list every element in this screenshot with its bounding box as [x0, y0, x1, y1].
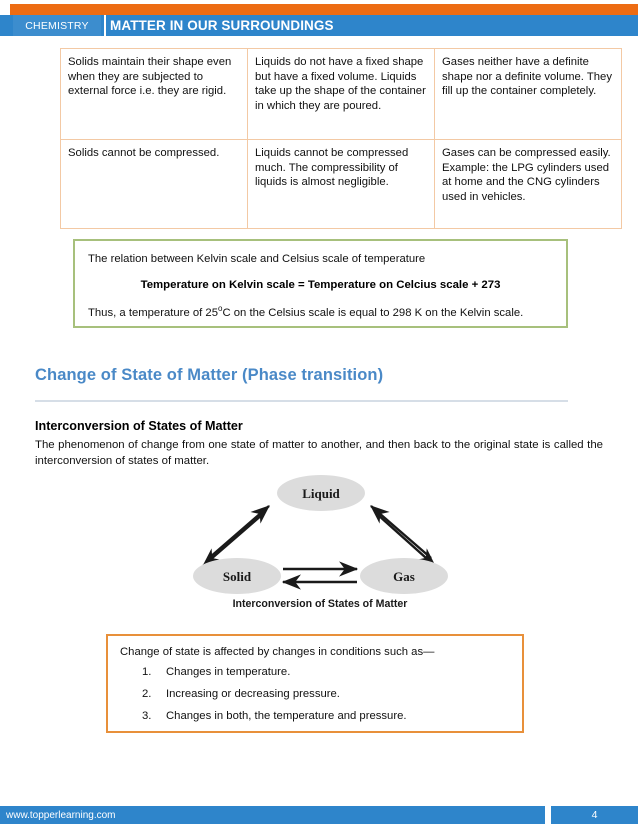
node-solid — [193, 558, 281, 594]
kelvin-callout-formula: Temperature on Kelvin scale = Temperatur… — [140, 279, 501, 291]
table-cell-gas-compression: Gases can be compressed easily. Example:… — [434, 139, 622, 229]
table-cell-gas-shape: Gases neither have a definite shape nor … — [434, 48, 622, 140]
degree-symbol: o — [218, 304, 223, 313]
list-item-text: Increasing or decreasing pressure. — [166, 688, 340, 700]
top-accent-bar — [10, 4, 638, 15]
header-band — [0, 15, 638, 36]
list-item-text: Changes in temperature. — [166, 666, 291, 678]
states-of-matter-comparison-table: Solids maintain their shape even when th… — [60, 48, 622, 229]
table-cell-liquid-shape: Liquids do not have a fixed shape but ha… — [247, 48, 435, 140]
node-liquid — [277, 475, 365, 511]
node-liquid-label: Liquid — [302, 486, 340, 501]
arrow-solid-to-liquid — [208, 505, 270, 559]
header-subject-block: CHEMISTRY — [13, 15, 101, 36]
table-cell-solid-shape: Solids maintain their shape even when th… — [60, 48, 248, 140]
conclusion-post: C on the Celsius scale is equal to 298 K… — [222, 306, 524, 319]
orange-callout-list: 1. Changes in temperature. 2. Increasing… — [142, 666, 407, 732]
kelvin-celsius-callout: The relation between Kelvin scale and Ce… — [73, 239, 568, 328]
header-divider — [104, 15, 106, 36]
section-divider — [35, 400, 568, 402]
table-cell-solid-compression: Solids cannot be compressed. — [60, 139, 248, 229]
node-gas — [360, 558, 448, 594]
table-row: Solids cannot be compressed. Liquids can… — [60, 139, 622, 229]
kelvin-callout-conclusion: Thus, a temperature of 25oC on the Celsi… — [88, 304, 553, 319]
interconversion-diagram-svg: Liquid Solid Gas — [193, 475, 448, 594]
footer-page-number: 4 — [591, 809, 598, 821]
table-cell-liquid-compression: Liquids cannot be compressed much. The c… — [247, 139, 435, 229]
list-item: 1. Changes in temperature. — [142, 666, 407, 678]
footer-band — [0, 806, 545, 824]
list-item-text: Changes in both, the temperature and pre… — [166, 710, 407, 722]
list-item-number: 2. — [142, 688, 152, 700]
change-of-state-callout: Change of state is affected by changes i… — [106, 634, 524, 733]
kelvin-callout-intro: The relation between Kelvin scale and Ce… — [88, 253, 426, 265]
header-subject-label: CHEMISTRY — [25, 19, 89, 32]
node-solid-label: Solid — [223, 569, 252, 584]
footer-gap — [545, 806, 551, 824]
conclusion-pre: Thus, a temperature of 25 — [88, 306, 218, 319]
sub-heading: Interconversion of States of Matter — [35, 419, 243, 433]
node-gas-label: Gas — [393, 569, 415, 584]
list-item: 2. Increasing or decreasing pressure. — [142, 688, 407, 700]
arrow-liquid-to-solid — [202, 513, 264, 567]
list-item: 3. Changes in both, the temperature and … — [142, 710, 407, 722]
diagram-caption: Interconversion of States of Matter — [232, 598, 408, 610]
section-heading: Change of State of Matter (Phase transit… — [35, 366, 384, 384]
list-item-number: 1. — [142, 666, 152, 678]
page-title: MATTER IN OUR SURROUNDINGS — [110, 18, 334, 33]
list-item-number: 3. — [142, 710, 152, 722]
footer-website-link[interactable]: www.topperlearning.com — [6, 809, 116, 821]
arrow-gas-to-liquid — [370, 505, 432, 559]
table-row: Solids maintain their shape even when th… — [60, 48, 622, 140]
orange-callout-intro: Change of state is affected by changes i… — [120, 646, 435, 658]
footer-page-band — [551, 806, 638, 824]
body-paragraph: The phenomenon of change from one state … — [35, 439, 603, 467]
interconversion-diagram: Liquid Solid Gas Interconversion of Stat… — [185, 470, 455, 615]
